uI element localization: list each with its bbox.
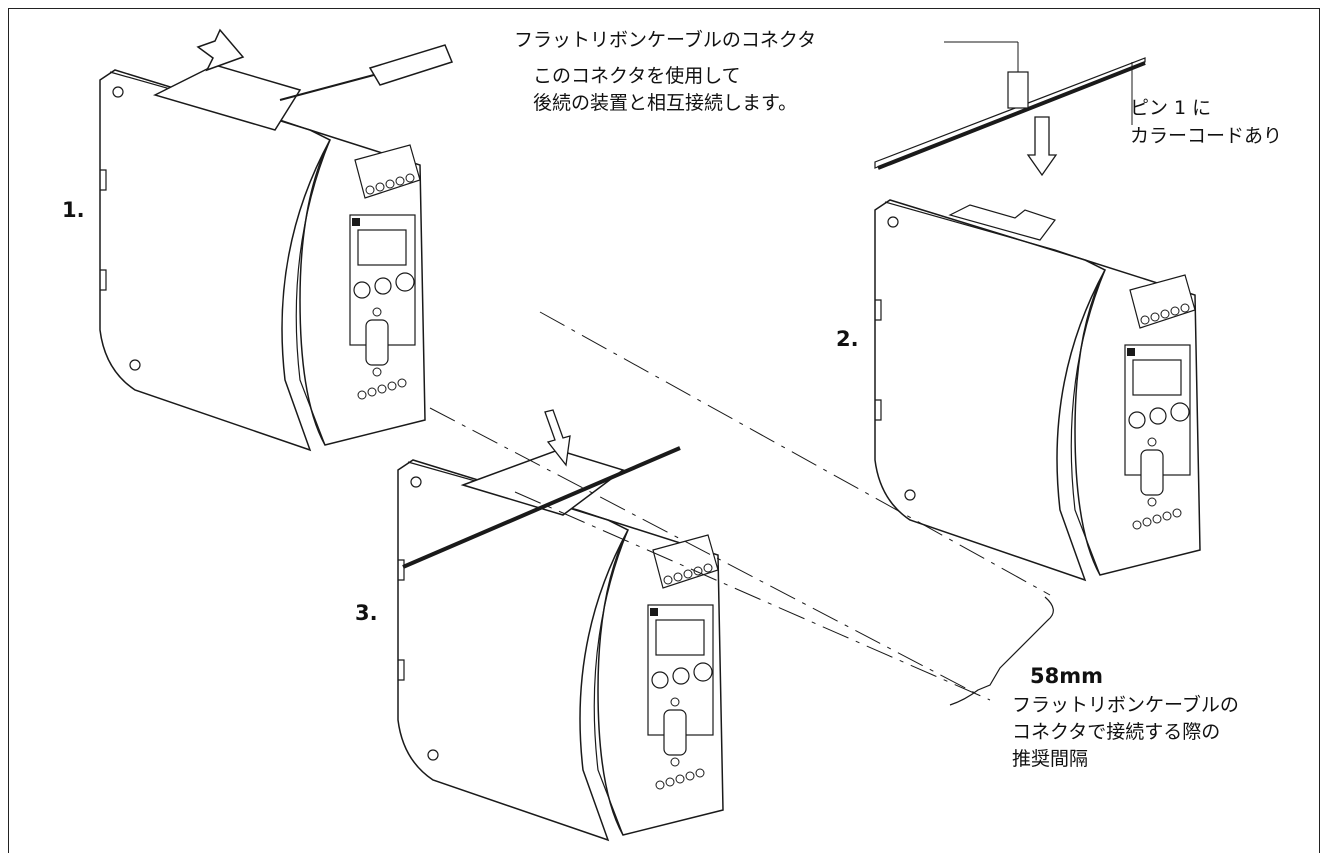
- spacing-desc-2: コネクタで接続する際の: [1012, 721, 1221, 743]
- insert-arrow-icon: [1026, 116, 1058, 177]
- device-step-2: [874, 199, 1201, 581]
- spacing-desc-1: フラットリボンケーブルの: [1012, 694, 1239, 716]
- ribbon-cable-2: [874, 57, 1146, 170]
- step-1-label: 1.: [62, 198, 85, 222]
- spacing-desc-3: 推奨間隔: [1012, 748, 1089, 770]
- spacing-bracket: [949, 596, 1054, 706]
- figure-frame: [8, 8, 1320, 853]
- spacing-guide-lines: [429, 311, 1051, 701]
- pin-note-2: カラーコードあり: [1130, 125, 1283, 147]
- pin-note-1: ピン 1 に: [1130, 97, 1212, 119]
- lift-arrow-icon: [196, 28, 245, 72]
- connector-desc-2: 後続の装置と相互接続します。: [533, 92, 798, 114]
- device-step-3: [397, 449, 724, 841]
- connector-title: フラットリボンケーブルのコネクタ: [514, 29, 817, 51]
- connector-desc-1: このコネクタを使用して: [533, 65, 741, 87]
- step-3-label: 3.: [355, 601, 378, 625]
- spacing-distance: 58mm: [1030, 664, 1103, 688]
- device-step-1: [99, 44, 454, 451]
- press-arrow-icon: [544, 409, 571, 467]
- ribbon-cable-3: [402, 446, 681, 569]
- step-2-label: 2.: [836, 327, 859, 351]
